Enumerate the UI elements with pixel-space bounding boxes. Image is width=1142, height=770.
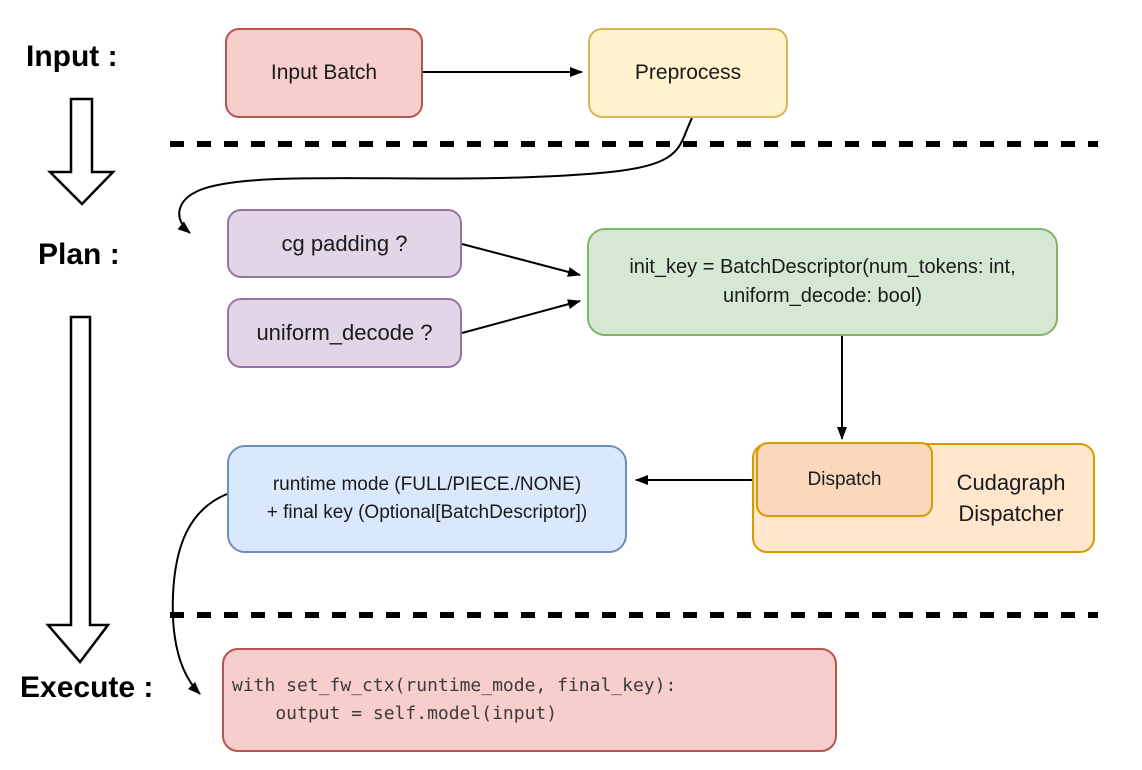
node-init-key: init_key = BatchDescriptor(num_tokens: i… xyxy=(587,228,1058,336)
stage-label-input: Input : xyxy=(26,40,118,73)
node-cudagraph-dispatcher-line1: Cudagraph xyxy=(956,470,1066,495)
node-dispatch-label: Dispatch xyxy=(807,468,882,490)
node-preprocess-label: Preprocess xyxy=(634,61,742,84)
node-runtime-result-line1: runtime mode (FULL/PIECE./NONE) xyxy=(272,474,582,495)
arrow-runtime-to-execute xyxy=(171,493,228,695)
arrow-uniformdecode-to-initkey xyxy=(461,299,581,334)
execute-code-line1: with set_fw_ctx(runtime_mode, final_key)… xyxy=(232,675,677,696)
node-runtime-result: runtime mode (FULL/PIECE./NONE) + final … xyxy=(227,445,627,553)
arrow-cgpadding-to-initkey xyxy=(461,243,581,277)
node-cudagraph-dispatcher-line2: Dispatcher xyxy=(958,501,1064,526)
node-dispatch: Dispatch xyxy=(756,442,933,517)
execute-code-line2: output = self.model(input) xyxy=(232,703,558,724)
node-input-batch-label: Input Batch xyxy=(270,61,378,84)
node-cg-padding: cg padding ? xyxy=(227,209,462,278)
node-cudagraph-dispatcher-label: Cudagraph Dispatcher xyxy=(929,467,1093,529)
plan-stage-arrow xyxy=(45,315,111,664)
node-input-batch: Input Batch xyxy=(225,28,423,118)
stage-label-plan: Plan : xyxy=(38,238,120,271)
node-init-key-line2: uniform_decode: bool) xyxy=(722,285,922,307)
stage-label-execute: Execute : xyxy=(20,671,154,704)
node-runtime-result-line2: + final key (Optional[BatchDescriptor]) xyxy=(266,502,588,523)
node-uniform-decode: uniform_decode ? xyxy=(227,298,462,368)
node-preprocess: Preprocess xyxy=(588,28,788,118)
arrow-preprocess-to-cgpadding xyxy=(177,117,693,234)
input-stage-arrow xyxy=(46,97,116,206)
node-execute-code: with set_fw_ctx(runtime_mode, final_key)… xyxy=(222,648,837,752)
node-uniform-decode-label: uniform_decode ? xyxy=(256,320,433,345)
node-init-key-line1: init_key = BatchDescriptor(num_tokens: i… xyxy=(629,256,1016,278)
node-cg-padding-label: cg padding ? xyxy=(281,230,408,256)
